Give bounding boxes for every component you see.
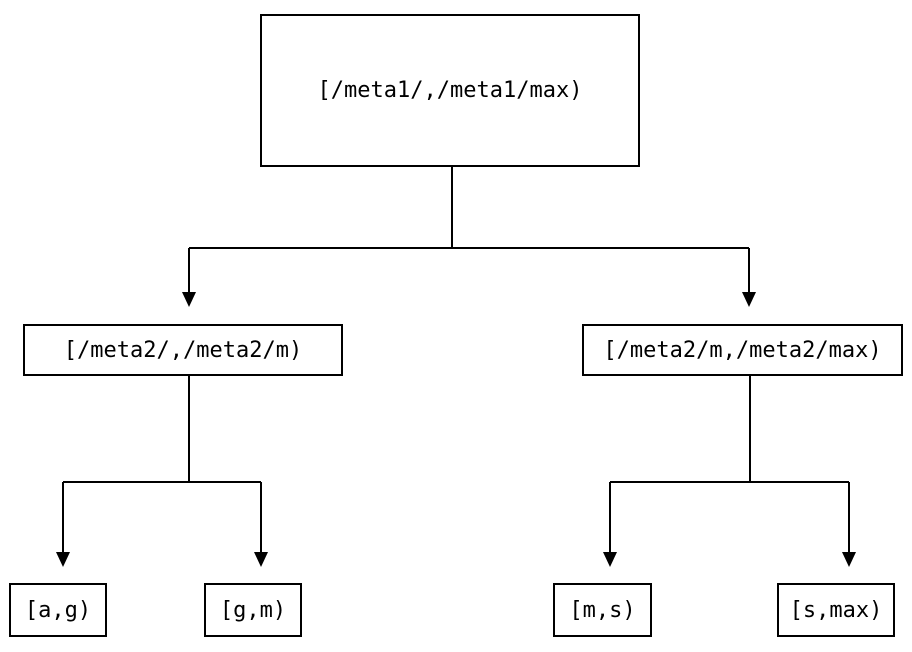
arrowhead-mid-left: [182, 292, 196, 307]
node-leaf-ag: [a,g): [9, 583, 107, 637]
arrowhead-leaf-smax: [842, 552, 856, 567]
arrowhead-leaf-ag: [56, 552, 70, 567]
node-root-label: [/meta1/,/meta1/max): [317, 78, 583, 103]
node-leaf-smax-label: [s,max): [789, 597, 883, 623]
node-leaf-gm: [g,m): [204, 583, 302, 637]
node-root: [/meta1/,/meta1/max): [260, 14, 640, 167]
node-mid-left: [/meta2/,/meta2/m): [23, 324, 343, 376]
node-mid-left-label: [/meta2/,/meta2/m): [63, 337, 303, 363]
node-leaf-gm-label: [g,m): [219, 597, 287, 623]
arrowhead-leaf-gm: [254, 552, 268, 567]
node-leaf-ms-label: [m,s): [569, 597, 636, 623]
node-leaf-ms: [m,s): [553, 583, 652, 637]
arrowhead-leaf-ms: [603, 552, 617, 567]
node-leaf-ag-label: [a,g): [24, 597, 92, 623]
node-mid-right: [/meta2/m,/meta2/max): [582, 324, 903, 376]
node-leaf-smax: [s,max): [777, 583, 895, 637]
node-mid-right-label: [/meta2/m,/meta2/max): [603, 337, 882, 363]
arrowhead-mid-right: [742, 292, 756, 307]
